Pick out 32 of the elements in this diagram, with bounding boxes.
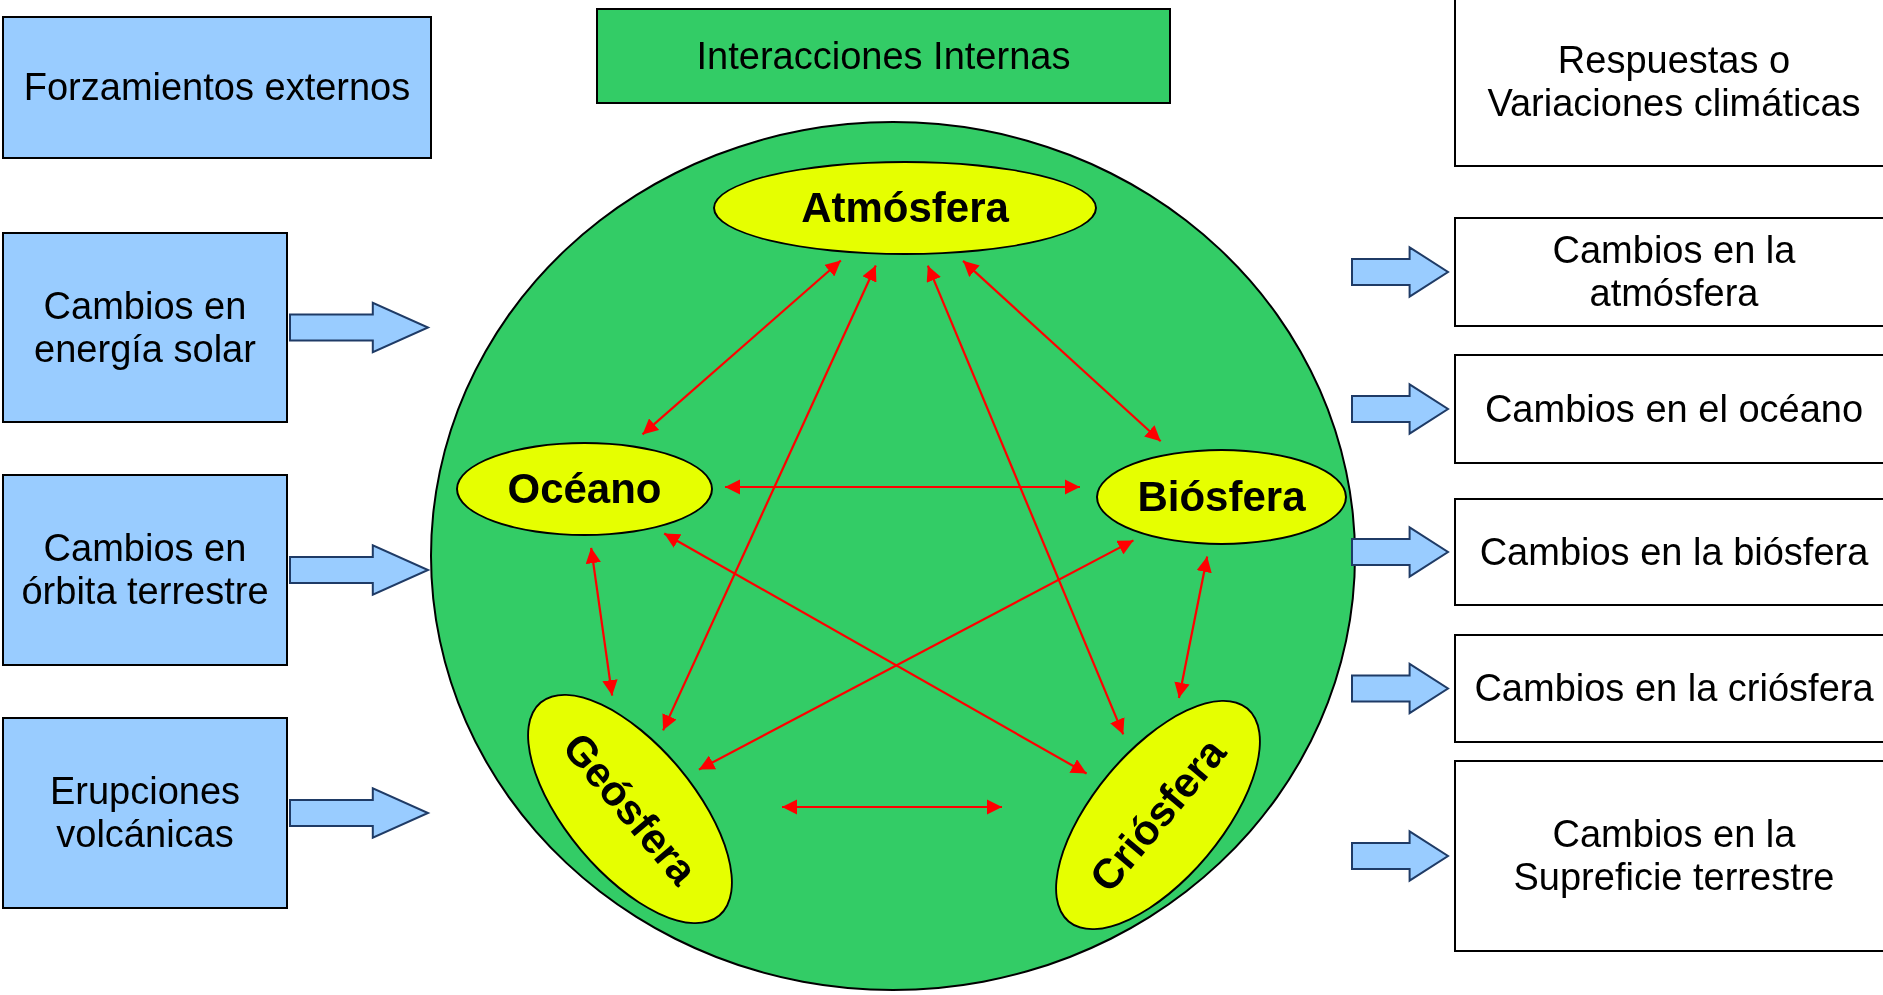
double-arrow <box>585 547 618 696</box>
header-box: Forzamientos externos <box>2 16 432 159</box>
double-arrow <box>725 479 1080 495</box>
double-arrow <box>662 265 877 731</box>
block-arrow <box>1351 829 1450 883</box>
response-box: Cambios en el océano <box>1454 354 1883 464</box>
double-arrow <box>782 799 1002 815</box>
forcing-box: Erupciones volcánicas <box>2 717 288 909</box>
double-arrow <box>641 259 842 436</box>
double-arrow <box>698 539 1134 771</box>
sphere-ellipse: Biósfera <box>1096 449 1347 545</box>
response-box: Cambios en la criósfera <box>1454 634 1883 743</box>
response-box: Cambios en la Supreficie terrestre <box>1454 760 1883 952</box>
sphere-ellipse: Atmósfera <box>713 161 1097 255</box>
sphere-ellipse: Océano <box>456 442 713 536</box>
block-arrow <box>1351 382 1450 436</box>
forcing-box: Cambios en órbita terrestre <box>2 474 288 666</box>
block-arrow <box>1351 245 1450 299</box>
forcing-box: Cambios en energía solar <box>2 232 288 423</box>
block-arrow <box>289 301 431 354</box>
block-arrow <box>1351 661 1450 716</box>
response-box: Cambios en la atmósfera <box>1454 217 1883 327</box>
header-box: Interacciones Internas <box>596 8 1171 104</box>
double-arrow <box>962 260 1162 443</box>
double-arrow <box>663 532 1088 775</box>
block-arrow <box>1351 525 1450 579</box>
response-box: Cambios en la biósfera <box>1454 498 1883 606</box>
double-arrow <box>926 265 1125 735</box>
block-arrow <box>289 543 431 597</box>
double-arrow <box>1174 556 1212 699</box>
block-arrow <box>289 786 431 840</box>
header-box: Respuestas o Variaciones climáticas <box>1454 0 1883 167</box>
